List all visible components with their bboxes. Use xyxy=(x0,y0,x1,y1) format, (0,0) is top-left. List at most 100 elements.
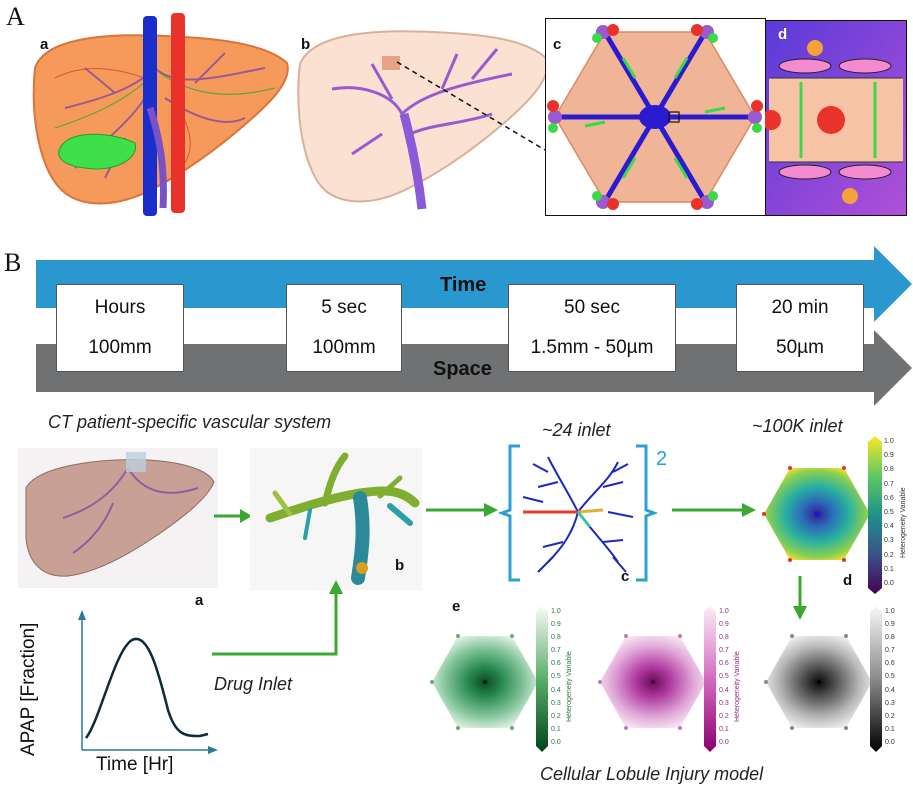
colorbar-magenta-label: Heterogeneity Variable xyxy=(734,651,741,722)
scale-box-tree: 50 sec 1.5mm - 50µm xyxy=(508,284,676,372)
colorbar-tick: 0.3 xyxy=(885,699,895,707)
colorbar-tick: 0.5 xyxy=(884,508,894,516)
colorbar-greys-ticks: 1.0 0.9 0.8 0.7 0.6 0.5 0.4 0.3 0.2 0.1 … xyxy=(885,608,905,748)
colorbar-tick: 0.5 xyxy=(885,673,895,681)
liver-vasculature-illustration xyxy=(32,13,289,216)
colorbar-tick: 0.2 xyxy=(551,712,561,720)
apap-ylabel: APAP [Fraction] xyxy=(18,622,39,756)
colorbar-tick: 0.3 xyxy=(884,537,894,545)
time-arrow xyxy=(36,246,912,322)
colorbar-tick: 0.8 xyxy=(884,466,894,474)
colorbar-tick: 1.0 xyxy=(719,608,729,615)
scale-space: 1.5mm - 50µm xyxy=(530,337,654,358)
section-a-letter: A xyxy=(6,2,25,31)
colorbar-tick: 0.7 xyxy=(885,647,895,655)
panel-b-label: b xyxy=(301,36,311,53)
bracket-number: 2 xyxy=(656,448,668,470)
scale-time: 5 sec xyxy=(321,297,367,318)
colorbar-tick: 0.8 xyxy=(885,634,895,642)
colorbar-greys xyxy=(870,606,882,752)
colorbar-tick: 0.9 xyxy=(551,621,561,629)
colorbar-tick: 0.6 xyxy=(551,660,561,668)
colorbar-tick: 1.0 xyxy=(885,608,895,615)
space-arrow-label: Space xyxy=(433,358,492,380)
colorbar-tick: 0.6 xyxy=(719,660,729,668)
inlet-24-label: ~24 inlet xyxy=(542,420,611,440)
panel-d-label: d xyxy=(778,26,788,43)
scale-time: Hours xyxy=(94,297,146,318)
colorbar-tick: 0.7 xyxy=(884,480,894,488)
colorbar-tick: 0.5 xyxy=(551,673,561,681)
drug-inlet-arrow xyxy=(212,580,343,656)
panel-b-b-label: b xyxy=(395,557,405,574)
bottom-caption: Cellular Lobule Injury model xyxy=(540,764,764,784)
colorbar-tick: 0.5 xyxy=(719,673,729,681)
panel-b-d-label: d xyxy=(843,572,853,589)
colorbar-tick: 0.6 xyxy=(885,660,895,668)
colorbar-tick: 0.7 xyxy=(551,647,561,655)
colorbar-tick: 0.9 xyxy=(885,621,895,629)
ct-liver-image xyxy=(18,448,218,588)
colorbar-magenta xyxy=(704,606,716,752)
inlet-100k-label: ~100K inlet xyxy=(752,416,843,436)
colorbar-tick: 0.4 xyxy=(885,686,895,694)
cellular-lobule-green-map xyxy=(430,634,540,730)
colorbar-viridis-ticks: 1.0 0.9 0.8 0.7 0.6 0.5 0.4 0.3 0.2 0.1 … xyxy=(884,438,904,590)
colorbar-tick: 0.8 xyxy=(719,634,729,642)
cellular-lobule-magenta-map xyxy=(598,634,708,730)
scale-box-lobule: 20 min 50µm xyxy=(736,284,864,372)
drug-inlet-label: Drug Inlet xyxy=(214,674,293,694)
colorbar-tick: 0.3 xyxy=(551,699,561,707)
colorbar-greens-ticks: 1.0 0.9 0.8 0.7 0.6 0.5 0.4 0.3 0.2 0.1 … xyxy=(551,608,571,748)
flow-arrow-ct-to-vessel xyxy=(214,509,252,523)
colorbar-tick: 0.2 xyxy=(884,551,894,559)
apap-time-plot xyxy=(78,610,218,754)
colorbar-tick: 1.0 xyxy=(551,608,561,615)
colorbar-tick: 0.4 xyxy=(551,686,561,694)
colorbar-tick: 0.3 xyxy=(719,699,729,707)
colorbar-magenta-ticks: 1.0 0.9 0.8 0.7 0.6 0.5 0.4 0.3 0.2 0.1 … xyxy=(719,608,739,748)
space-arrow xyxy=(36,330,912,406)
colorbar-tick: 0.4 xyxy=(884,523,894,531)
colorbar-tick: 0.1 xyxy=(719,725,729,733)
colorbar-greens xyxy=(536,606,548,752)
colorbar-tick: 0.0 xyxy=(719,738,729,746)
colorbar-tick: 0.1 xyxy=(885,725,895,733)
colorbar-tick: 0.6 xyxy=(884,494,894,502)
panel-b-c-label: c xyxy=(621,568,630,585)
panel-a-label: a xyxy=(40,36,49,53)
section-b-letter: B xyxy=(4,248,22,277)
scale-time: 50 sec xyxy=(564,297,620,318)
panel-b-e-label: e xyxy=(452,598,461,615)
heterogeneity-lobule-map xyxy=(762,466,872,562)
colorbar-tick: 0.8 xyxy=(551,634,561,642)
scale-time: 20 min xyxy=(771,297,829,318)
colorbar-tick: 0.0 xyxy=(884,579,894,587)
scale-space: 50µm xyxy=(776,337,824,358)
lobule-hexagon-illustration xyxy=(545,18,766,216)
colorbar-tick: 0.2 xyxy=(885,712,895,720)
colorbar-tick: 0.2 xyxy=(719,712,729,720)
flow-arrow-lobule-to-injury xyxy=(793,576,807,620)
scale-box-vessel: 5 sec 100mm xyxy=(286,284,402,372)
colorbar-tick: 0.4 xyxy=(719,686,729,694)
flow-arrow-vessel-to-tree xyxy=(426,503,498,517)
sinusoid-closeup-illustration xyxy=(765,20,907,216)
vessel-3d-model xyxy=(250,448,422,590)
colorbar-tick: 0.0 xyxy=(885,738,895,746)
panel-c-label: c xyxy=(553,36,562,53)
scale-space: 100mm xyxy=(88,337,152,358)
panel-b-a-label: a xyxy=(195,592,204,609)
ct-title: CT patient-specific vascular system xyxy=(48,412,332,432)
colorbar-tick: 0.9 xyxy=(884,452,894,460)
colorbar-tick: 0.0 xyxy=(551,738,561,746)
colorbar-tick: 0.1 xyxy=(551,725,561,733)
colorbar-tick: 1.0 xyxy=(884,438,894,445)
colorbar-tick: 0.9 xyxy=(719,621,729,629)
colorbar-viridis xyxy=(868,436,882,594)
time-arrow-label: Time xyxy=(440,274,487,296)
colorbar-tick: 0.7 xyxy=(719,647,729,655)
colorbar-viridis-label: Heterogeneity Variable xyxy=(900,487,907,558)
vascular-tree-bracketed xyxy=(498,444,659,582)
scale-box-organ: Hours 100mm xyxy=(56,284,184,372)
